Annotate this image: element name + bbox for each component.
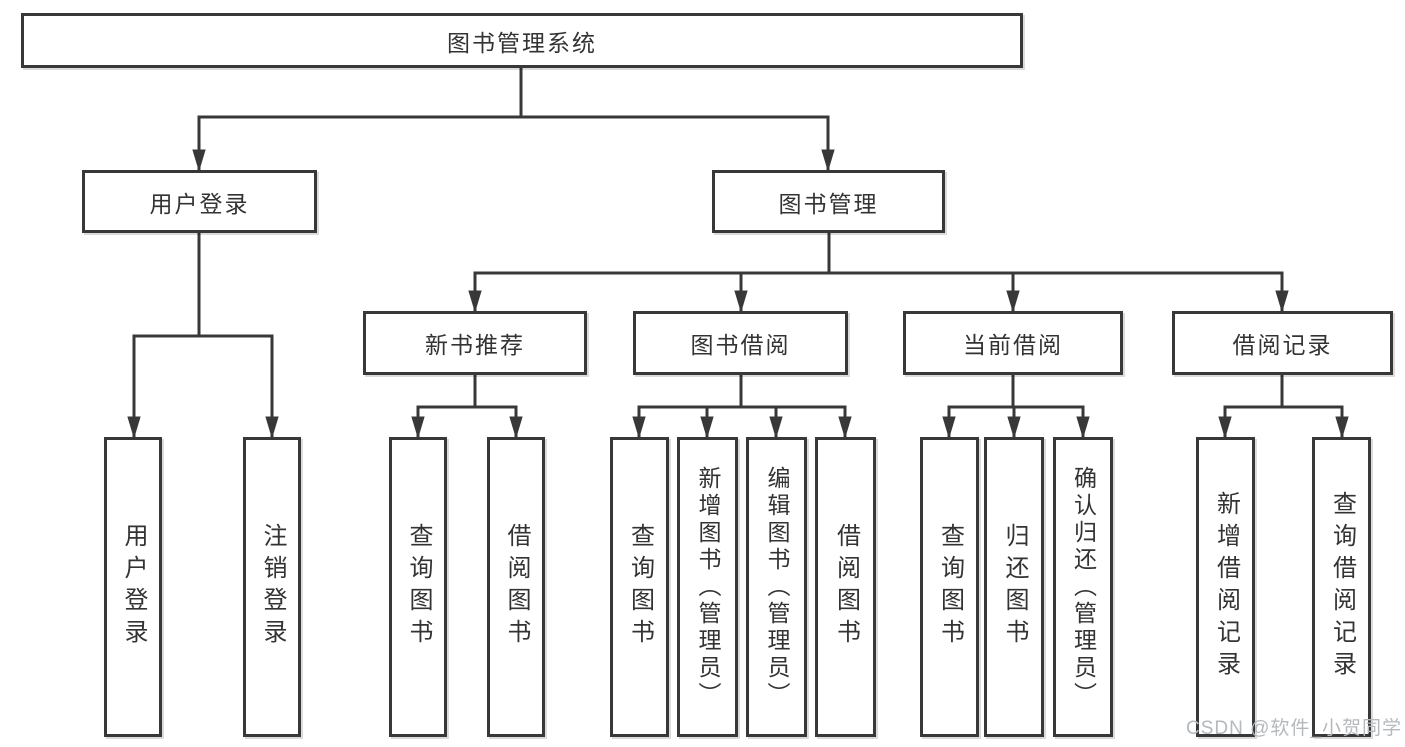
leaf-add-book-admin-label: 新增图书（管理员） xyxy=(695,465,721,709)
leaf-user-login: 用户登录 xyxy=(104,437,162,737)
node-new-book-recommend: 新书推荐 xyxy=(363,311,587,375)
node-current-borrowing-label: 当前借阅 xyxy=(963,332,1063,358)
connectors-new-book-recommend-to-leaves xyxy=(418,373,516,439)
node-borrowing-records-label: 借阅记录 xyxy=(1232,332,1333,358)
node-borrowing-records: 借阅记录 xyxy=(1172,311,1393,375)
leaf-query-borrow-record-label: 查询借阅记录 xyxy=(1328,491,1356,683)
node-root-label: 图书管理系统 xyxy=(447,29,597,56)
leaf-add-borrow-record: 新增借阅记录 xyxy=(1196,437,1255,737)
leaf-borrow-books: 借阅图书 xyxy=(815,437,876,737)
leaf-logout-label: 注销登录 xyxy=(259,523,286,651)
connectors-book-borrowing-to-leaves xyxy=(639,373,845,439)
leaf-return-books: 归还图书 xyxy=(984,437,1044,737)
leaf-add-borrow-record-label: 新增借阅记录 xyxy=(1212,491,1240,683)
leaf-query-books-borrowing: 查询图书 xyxy=(610,437,669,737)
leaf-confirm-return-admin-label: 确认归还（管理员） xyxy=(1070,465,1097,709)
leaf-borrow-books-label: 借阅图书 xyxy=(832,523,860,651)
leaf-edit-book-admin: 编辑图书（管理员） xyxy=(746,437,807,737)
connectors-current-borrowing-to-leaves xyxy=(949,373,1083,439)
node-book-management-label: 图书管理 xyxy=(778,190,879,217)
node-user-login: 用户登录 xyxy=(82,170,317,233)
connectors-user-login-to-leaves xyxy=(134,231,272,439)
leaf-user-login-label: 用户登录 xyxy=(120,523,147,651)
leaf-query-books-current: 查询图书 xyxy=(920,437,979,737)
leaf-logout: 注销登录 xyxy=(243,437,301,737)
node-book-management: 图书管理 xyxy=(712,170,945,233)
leaf-query-books-recommend: 查询图书 xyxy=(389,437,447,737)
leaf-confirm-return-admin: 确认归还（管理员） xyxy=(1053,437,1113,737)
connectors-book-management-to-level3 xyxy=(475,231,1282,313)
leaf-borrow-books-recommend: 借阅图书 xyxy=(487,437,545,737)
leaf-query-books-borrowing-label: 查询图书 xyxy=(626,523,654,651)
node-user-login-label: 用户登录 xyxy=(149,190,250,217)
csdn-watermark: CSDN @软件_小贺同学 xyxy=(1186,718,1402,739)
node-new-book-recommend-label: 新书推荐 xyxy=(425,332,525,358)
node-root-system: 图书管理系统 xyxy=(21,13,1023,68)
leaf-borrow-books-recommend-label: 借阅图书 xyxy=(503,523,530,651)
leaf-return-books-label: 归还图书 xyxy=(1001,523,1028,651)
connectors-root-to-level2 xyxy=(199,65,828,172)
connectors-borrowing-records-to-leaves xyxy=(1225,373,1342,439)
node-book-borrowing: 图书借阅 xyxy=(633,311,848,375)
node-book-borrowing-label: 图书借阅 xyxy=(690,332,791,358)
leaf-query-books-current-label: 查询图书 xyxy=(936,523,964,651)
node-current-borrowing: 当前借阅 xyxy=(903,311,1123,375)
leaf-edit-book-admin-label: 编辑图书（管理员） xyxy=(764,465,790,709)
leaf-query-borrow-record: 查询借阅记录 xyxy=(1312,437,1371,737)
leaf-query-books-recommend-label: 查询图书 xyxy=(405,523,432,651)
leaf-add-book-admin: 新增图书（管理员） xyxy=(677,437,738,737)
